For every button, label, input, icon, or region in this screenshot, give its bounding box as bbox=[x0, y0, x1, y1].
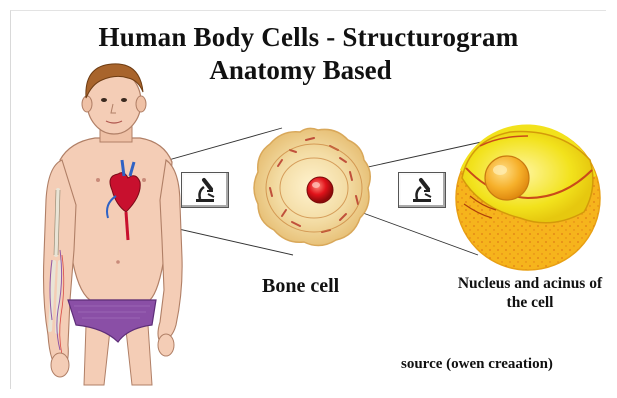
source-caption: source (owen creaation) bbox=[401, 356, 553, 373]
bone-cell-illustration bbox=[254, 128, 370, 245]
page-subtitle: Anatomy Based bbox=[0, 55, 609, 86]
microscope-icon bbox=[181, 172, 229, 208]
microscope-icon bbox=[398, 172, 446, 208]
page-title: Human Body Cells - Structurogram bbox=[0, 22, 617, 53]
nucleus-label-line1: Nucleus and acinus of bbox=[440, 274, 617, 293]
nucleus-cell-illustration bbox=[456, 124, 600, 270]
human-body-figure bbox=[44, 64, 183, 385]
nucleus-label: Nucleus and acinus of the cell bbox=[440, 274, 617, 312]
bone-cell-label: Bone cell bbox=[262, 275, 339, 298]
nucleus-label-line2: the cell bbox=[440, 293, 617, 312]
